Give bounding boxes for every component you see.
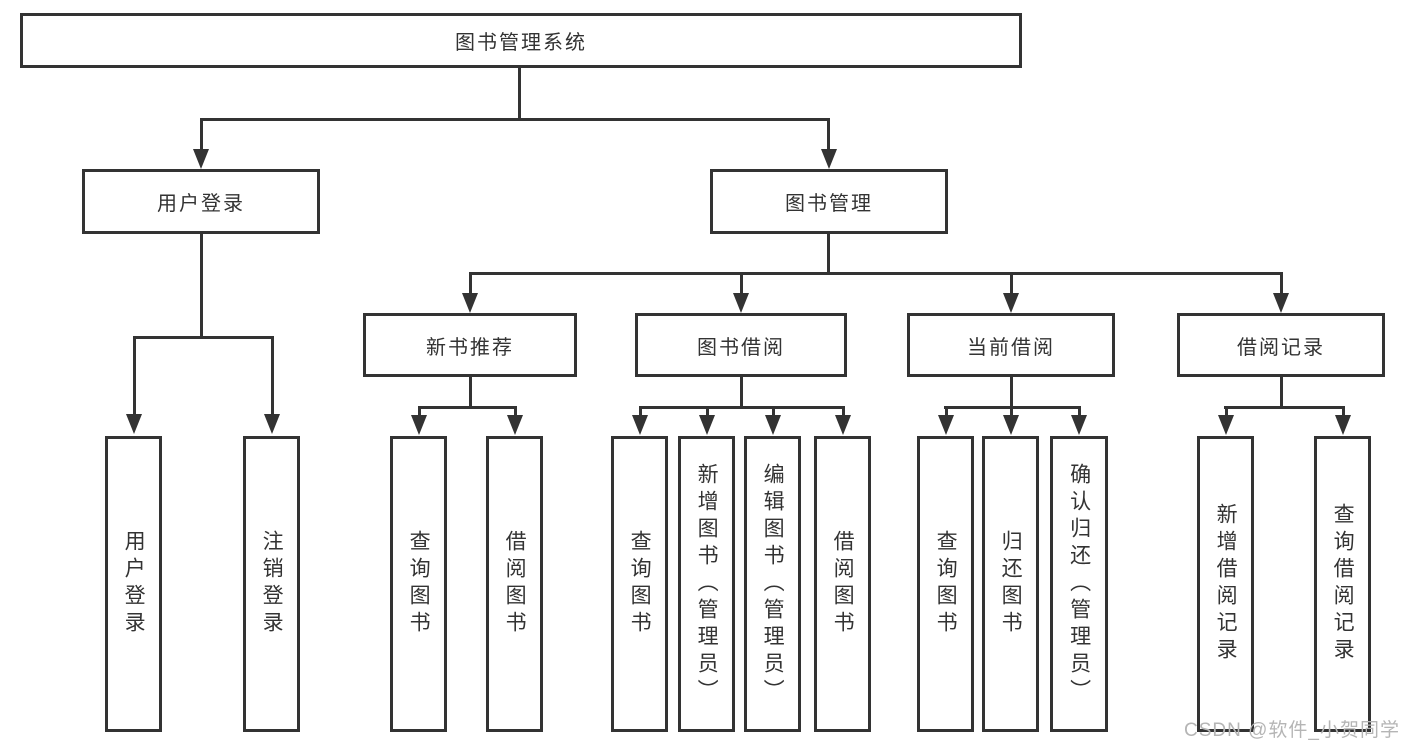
arrow-down-icon bbox=[1003, 415, 1019, 435]
connector-drop-new-book bbox=[469, 272, 472, 295]
arrow-down-icon bbox=[938, 415, 954, 435]
arrow-down-icon bbox=[507, 415, 523, 435]
connector-cb-stem bbox=[1010, 377, 1013, 408]
leaf-label: 编辑图书（管理员） bbox=[761, 462, 785, 706]
leaf-label: 查询借阅记录 bbox=[1331, 503, 1355, 665]
connector-user-login-stem bbox=[200, 234, 203, 338]
connector-drop-borrow-records bbox=[1280, 272, 1283, 295]
leaf-bb-add-books-admin: 新增图书（管理员） bbox=[678, 436, 735, 732]
connector-drop-logout-leaf bbox=[271, 336, 274, 415]
connector-drop bbox=[772, 406, 775, 416]
connector-drop bbox=[842, 406, 845, 416]
arrow-down-icon bbox=[835, 415, 851, 435]
node-new-book-recommend: 新书推荐 bbox=[363, 313, 577, 377]
node-book-borrow: 图书借阅 bbox=[635, 313, 847, 377]
leaf-cb-confirm-return-admin: 确认归还（管理员） bbox=[1050, 436, 1108, 732]
leaf-label: 借阅图书 bbox=[831, 530, 855, 638]
connector-drop-book-borrow bbox=[740, 272, 743, 295]
arrow-down-icon bbox=[1003, 293, 1019, 313]
connector-drop-login-leaf bbox=[133, 336, 136, 415]
leaf-label: 查询图书 bbox=[407, 530, 431, 638]
node-borrow-records: 借阅记录 bbox=[1177, 313, 1385, 377]
leaf-label: 新增借阅记录 bbox=[1214, 503, 1238, 665]
connector-book-mgmt-stem bbox=[827, 234, 830, 274]
node-label: 图书管理 bbox=[785, 193, 873, 215]
leaf-label: 确认归还（管理员） bbox=[1067, 462, 1091, 706]
leaf-label: 查询图书 bbox=[934, 530, 958, 638]
arrow-down-icon bbox=[821, 149, 837, 169]
leaf-logout: 注销登录 bbox=[243, 436, 300, 732]
connector-drop bbox=[706, 406, 709, 416]
leaf-label: 查询图书 bbox=[628, 530, 652, 638]
connector-bb-hline bbox=[639, 406, 845, 409]
node-label: 当前借阅 bbox=[967, 336, 1055, 359]
leaf-label: 归还图书 bbox=[999, 530, 1023, 638]
leaf-br-query-record: 查询借阅记录 bbox=[1314, 436, 1371, 732]
connector-drop bbox=[1225, 406, 1228, 416]
arrow-down-icon bbox=[632, 415, 648, 435]
arrow-down-icon bbox=[126, 414, 142, 434]
watermark: CSDN @软件_小贺同学 bbox=[1184, 720, 1400, 741]
arrow-down-icon bbox=[1218, 415, 1234, 435]
leaf-cb-return-books: 归还图书 bbox=[982, 436, 1039, 732]
arrow-down-icon bbox=[193, 149, 209, 169]
node-label: 图书管理系统 bbox=[455, 32, 587, 54]
connector-drop bbox=[1010, 406, 1013, 416]
node-book-management: 图书管理 bbox=[710, 169, 948, 234]
connector-drop bbox=[514, 406, 517, 416]
connector-bb-stem bbox=[740, 377, 743, 408]
connector-root-stem bbox=[518, 66, 521, 120]
node-library-system: 图书管理系统 bbox=[20, 13, 1022, 68]
connector-nb-stem bbox=[469, 377, 472, 408]
arrow-down-icon bbox=[699, 415, 715, 435]
arrow-down-icon bbox=[1273, 293, 1289, 313]
connector-drop-book-mgmt bbox=[827, 118, 830, 152]
leaf-label: 注销登录 bbox=[260, 530, 284, 638]
arrow-down-icon bbox=[733, 293, 749, 313]
arrow-down-icon bbox=[1071, 415, 1087, 435]
node-label: 用户登录 bbox=[157, 193, 245, 215]
leaf-bb-borrow-books: 借阅图书 bbox=[814, 436, 871, 732]
connector-br-hline bbox=[1224, 406, 1345, 409]
connector-drop bbox=[1342, 406, 1345, 416]
node-current-borrow: 当前借阅 bbox=[907, 313, 1115, 377]
connector-nb-hline bbox=[418, 406, 517, 409]
node-label: 新书推荐 bbox=[426, 336, 514, 359]
leaf-cb-query-books: 查询图书 bbox=[917, 436, 974, 732]
connector-drop bbox=[1078, 406, 1081, 416]
arrow-down-icon bbox=[462, 293, 478, 313]
connector-level2-hline bbox=[469, 272, 1283, 275]
arrow-down-icon bbox=[411, 415, 427, 435]
connector-drop bbox=[639, 406, 642, 416]
node-user-login: 用户登录 bbox=[82, 169, 320, 234]
leaf-nb-query-books: 查询图书 bbox=[390, 436, 447, 732]
connector-drop-current-borrow bbox=[1010, 272, 1013, 295]
connector-drop-user-login bbox=[200, 118, 203, 152]
connector-level1-hline bbox=[200, 118, 830, 121]
leaf-br-add-record: 新增借阅记录 bbox=[1197, 436, 1254, 732]
leaf-label: 新增图书（管理员） bbox=[695, 462, 719, 706]
arrow-down-icon bbox=[1335, 415, 1351, 435]
connector-drop bbox=[418, 406, 421, 416]
leaf-nb-borrow-books: 借阅图书 bbox=[486, 436, 543, 732]
leaf-user-login: 用户登录 bbox=[105, 436, 162, 732]
node-label: 借阅记录 bbox=[1237, 336, 1325, 359]
arrow-down-icon bbox=[765, 415, 781, 435]
leaf-bb-edit-books-admin: 编辑图书（管理员） bbox=[744, 436, 801, 732]
connector-br-stem bbox=[1280, 377, 1283, 408]
node-label: 图书借阅 bbox=[697, 336, 785, 359]
connector-user-login-hline bbox=[133, 336, 274, 339]
arrow-down-icon bbox=[264, 414, 280, 434]
leaf-label: 借阅图书 bbox=[503, 530, 527, 638]
leaf-label: 用户登录 bbox=[122, 530, 146, 638]
leaf-bb-query-books: 查询图书 bbox=[611, 436, 668, 732]
connector-drop bbox=[945, 406, 948, 416]
